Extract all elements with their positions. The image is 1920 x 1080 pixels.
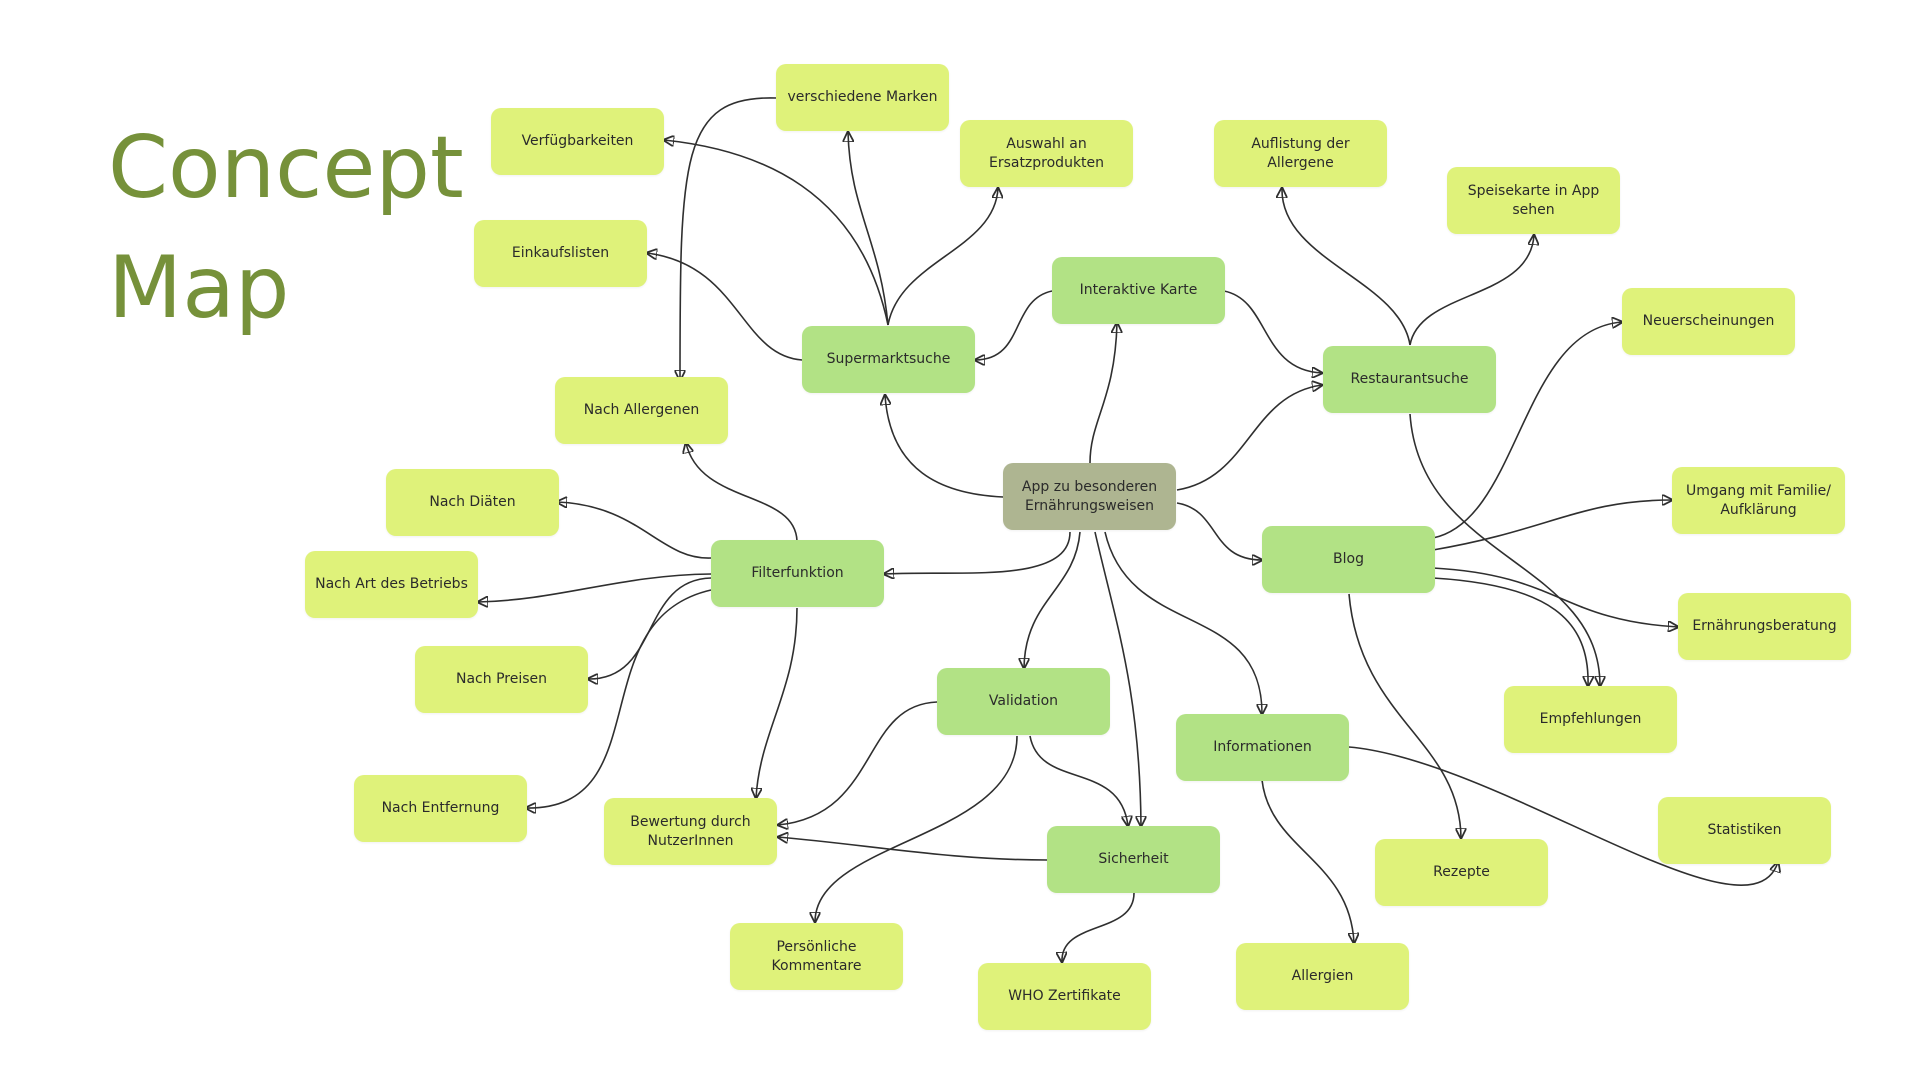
node-informationen[interactable]: Informationen — [1176, 714, 1349, 781]
node-supermarktsuche[interactable]: Supermarktsuche — [802, 326, 975, 393]
link-restaurant-empfehlungen — [1409, 413, 1600, 686]
node-rezepte[interactable]: Rezepte — [1375, 839, 1548, 906]
link-super-verfuegbarkeiten — [664, 140, 889, 326]
node-persoenliche-kommentare[interactable]: Persönliche Kommentare — [730, 923, 903, 990]
title-line-1: Concept — [108, 118, 464, 218]
node-sicherheit[interactable]: Sicherheit — [1047, 826, 1220, 893]
node-interaktive-karte[interactable]: Interaktive Karte — [1052, 257, 1225, 324]
link-karte-supermarktsuche — [975, 290, 1053, 360]
link-restaurant-speisekarte — [1409, 235, 1534, 346]
page-title: Concept Map — [108, 108, 464, 348]
node-who-zertifikate[interactable]: WHO Zertifikate — [978, 963, 1151, 1030]
link-filter-preise — [588, 577, 712, 679]
link-blog-neuerscheinungen — [1432, 322, 1622, 539]
node-neuerscheinungen[interactable]: Neuerscheinungen — [1622, 288, 1795, 355]
link-sicherheit-who — [1062, 892, 1135, 962]
title-line-2: Map — [108, 238, 290, 338]
link-super-marken — [848, 132, 889, 326]
link-karte-restaurantsuche — [1223, 290, 1322, 373]
node-verfuegbarkeiten[interactable]: Verfügbarkeiten — [491, 108, 664, 175]
node-auflistung-allergene[interactable]: Auflistung der Allergene — [1214, 120, 1387, 187]
node-marken[interactable]: verschiedene Marken — [776, 64, 949, 131]
node-nach-diaeten[interactable]: Nach Diäten — [386, 469, 559, 536]
link-center-blog — [1176, 502, 1262, 560]
link-informationen-statistiken — [1348, 746, 1778, 886]
link-informationen-allergien — [1261, 779, 1354, 943]
node-bewertung[interactable]: Bewertung durch NutzerInnen — [604, 798, 777, 865]
node-empfehlungen[interactable]: Empfehlungen — [1504, 686, 1677, 753]
link-blog-empfehlungen — [1432, 577, 1588, 686]
node-restaurantsuche[interactable]: Restaurantsuche — [1323, 346, 1496, 413]
link-super-ersatzprodukte — [887, 188, 998, 326]
node-center[interactable]: App zu besonderen Ernährungsweisen — [1003, 463, 1176, 530]
link-filter-art-betrieb — [478, 573, 712, 602]
node-einkaufslisten[interactable]: Einkaufslisten — [474, 220, 647, 287]
node-speisekarte[interactable]: Speisekarte in App sehen — [1447, 167, 1620, 234]
node-validation[interactable]: Validation — [937, 668, 1110, 735]
link-marken-nach-allergenen — [680, 97, 777, 380]
node-nach-entfernung[interactable]: Nach Entfernung — [354, 775, 527, 842]
link-center-filterfunktion — [884, 531, 1071, 574]
link-validation-bewertung — [778, 701, 938, 825]
link-filter-bewertung — [756, 607, 798, 798]
link-filter-entfernung — [526, 589, 712, 808]
link-blog-rezepte — [1348, 593, 1461, 838]
node-ernaehrungsberatung[interactable]: Ernährungsberatung — [1678, 593, 1851, 660]
node-nach-preisen[interactable]: Nach Preisen — [415, 646, 588, 713]
link-super-einkaufslisten — [647, 253, 803, 361]
node-blog[interactable]: Blog — [1262, 526, 1435, 593]
link-filter-diaeten — [557, 502, 712, 559]
link-validation-kommentare — [815, 735, 1018, 922]
node-statistiken[interactable]: Statistiken — [1658, 797, 1831, 864]
link-filter-nach-allergenen — [686, 443, 798, 542]
node-nach-art-betrieb[interactable]: Nach Art des Betriebs — [305, 551, 478, 618]
link-center-sicherheit — [1094, 531, 1141, 826]
node-umgang-familie[interactable]: Umgang mit Familie/ Aufklärung — [1672, 467, 1845, 534]
node-filterfunktion[interactable]: Filterfunktion — [711, 540, 884, 607]
link-center-validation — [1024, 531, 1081, 668]
link-blog-familie — [1432, 500, 1672, 551]
link-sicherheit-bewertung — [778, 837, 1048, 861]
node-nach-allergenen[interactable]: Nach Allergenen — [555, 377, 728, 444]
link-center-restaurantsuche — [1176, 385, 1322, 491]
link-validation-sicherheit — [1029, 735, 1128, 826]
link-center-supermarktsuche — [885, 395, 1004, 498]
node-allergien[interactable]: Allergien — [1236, 943, 1409, 1010]
link-center-informationen — [1104, 531, 1262, 714]
link-center-interaktive-karte — [1089, 323, 1117, 464]
link-blog-ernaehrungsberatung — [1432, 567, 1678, 627]
node-ersatzprodukte[interactable]: Auswahl an Ersatzprodukten — [960, 120, 1133, 187]
link-restaurant-allergene — [1282, 188, 1411, 346]
